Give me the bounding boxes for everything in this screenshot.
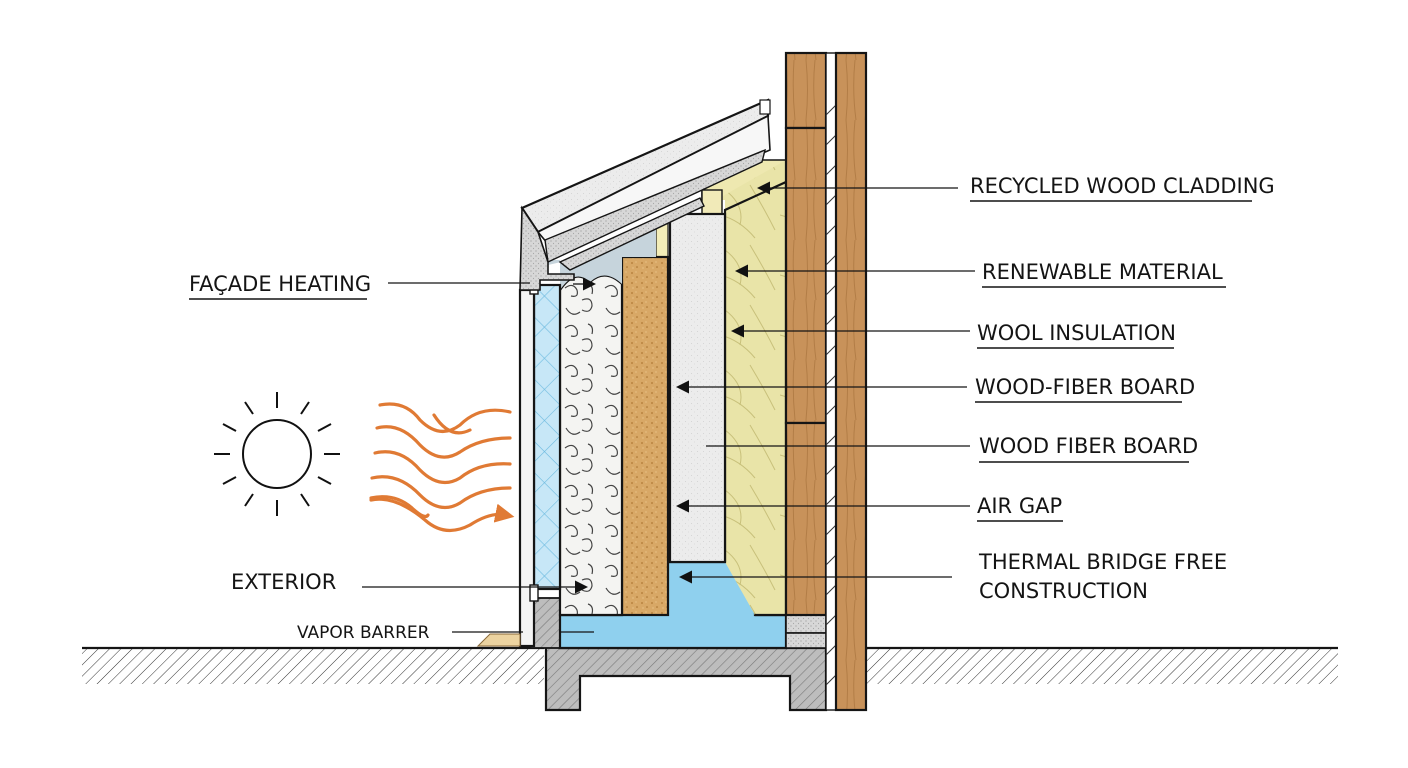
roof-cap: [519, 98, 771, 291]
svg-text:WOOL INSULATION: WOOL INSULATION: [977, 321, 1176, 345]
label-wood-fiber-board-1: WOOD-FIBER BOARD: [975, 375, 1195, 403]
svg-text:CONSTRUCTION: CONSTRUCTION: [979, 579, 1148, 603]
label-wood-fiber-board-2: WOOD FIBER BOARD: [979, 434, 1198, 463]
label-vapor-barrier: VAPOR BARRER: [297, 623, 430, 643]
leader-lines: [362, 181, 975, 633]
cellulose-layer: [558, 274, 624, 617]
svg-text:THERMAL BRIDGE FREE: THERMAL BRIDGE FREE: [978, 550, 1227, 574]
label-thermal-bridge-free-construction: THERMAL BRIDGE FREE CONSTRUCTION: [978, 550, 1227, 603]
renewable-material-layer: [620, 255, 670, 617]
svg-text:VAPOR BARRER: VAPOR BARRER: [297, 623, 430, 643]
svg-text:RENEWABLE MATERIAL: RENEWABLE MATERIAL: [982, 260, 1223, 284]
svg-text:FAÇADE HEATING: FAÇADE HEATING: [189, 272, 371, 296]
sun-icon: [214, 392, 340, 516]
label-air-gap: AIR GAP: [977, 494, 1063, 522]
svg-text:WOOD FIBER BOARD: WOOD FIBER BOARD: [979, 434, 1198, 458]
svg-text:RECYCLED WOOD CLADDING: RECYCLED WOOD CLADDING: [970, 174, 1275, 198]
vapor-barrier-shim: [476, 633, 521, 647]
svg-text:AIR GAP: AIR GAP: [977, 494, 1062, 518]
label-renewable-material: RENEWABLE MATERIAL: [982, 260, 1226, 288]
label-facade-heating: FAÇADE HEATING: [189, 272, 371, 300]
wood-cladding: [784, 51, 868, 712]
glass-panel: [532, 283, 562, 591]
svg-text:EXTERIOR: EXTERIOR: [231, 570, 336, 594]
label-exterior: EXTERIOR: [231, 570, 336, 594]
thermal-break-block: [785, 614, 827, 649]
svg-text:WOOD-FIBER BOARD: WOOD-FIBER BOARD: [975, 375, 1195, 399]
ground: [82, 646, 1338, 684]
label-wool-insulation: WOOL INSULATION: [977, 321, 1176, 349]
label-recycled-wood-cladding: RECYCLED WOOD CLADDING: [970, 174, 1275, 202]
heat-waves-icon: [369, 402, 515, 532]
